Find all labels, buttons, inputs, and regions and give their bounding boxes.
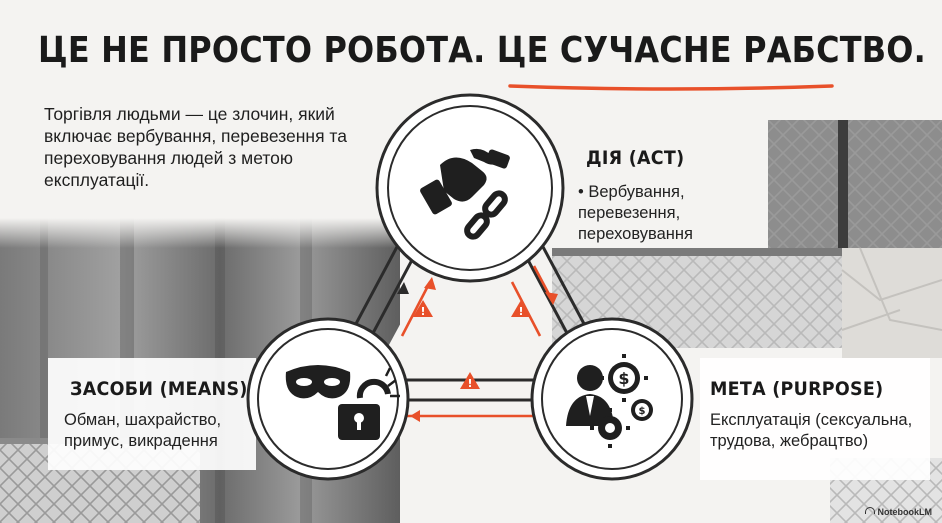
purpose-description: Експлуатація (сексуальна, трудова, жебра… (710, 411, 913, 450)
purpose-circle (530, 317, 694, 481)
handshake-chain-icon (420, 148, 510, 240)
purpose-title: МЕТА (PURPOSE) (710, 378, 884, 400)
act-description: • Вербування, перевезення, переховування (578, 183, 693, 243)
title-underline (508, 84, 834, 91)
brand-label: NotebookLM (877, 507, 933, 517)
means-description: Обман, шахрайство, примус, викрадення (64, 411, 222, 450)
svg-text:$: $ (618, 369, 629, 388)
warning-triangle-icon: ! (413, 300, 433, 318)
mask-padlock-icon (285, 365, 400, 440)
svg-text:!: ! (420, 305, 425, 318)
page-title: ЦЕ НЕ ПРОСТО РОБОТА. ЦЕ СУЧАСНЕ РАБСТВО. (38, 30, 926, 71)
means-title: ЗАСОБИ (MEANS) (70, 378, 248, 400)
brand-watermark: NotebookLM (864, 507, 933, 517)
title-part1: ЦЕ НЕ ПРОСТО РОБОТА. ЦЕ (38, 30, 560, 71)
title-highlight: СУЧАСНЕ РАБСТВО (559, 30, 914, 71)
act-title: ДІЯ (ACT) (586, 147, 685, 169)
businessman-gears-money-icon: $ $ (566, 354, 653, 448)
svg-text:!: ! (467, 377, 472, 390)
svg-text:!: ! (518, 305, 523, 318)
intro-text: Торгівля людьми — це злочин, який включа… (44, 104, 347, 190)
means-circle (246, 317, 410, 481)
title-end: . (913, 30, 926, 71)
svg-text:$: $ (639, 406, 646, 417)
dark-arrow-icon (397, 282, 409, 294)
warning-triangle-icon: ! (460, 372, 480, 390)
notebooklm-logo-icon (864, 507, 875, 514)
warning-triangle-icon: ! (511, 300, 531, 318)
